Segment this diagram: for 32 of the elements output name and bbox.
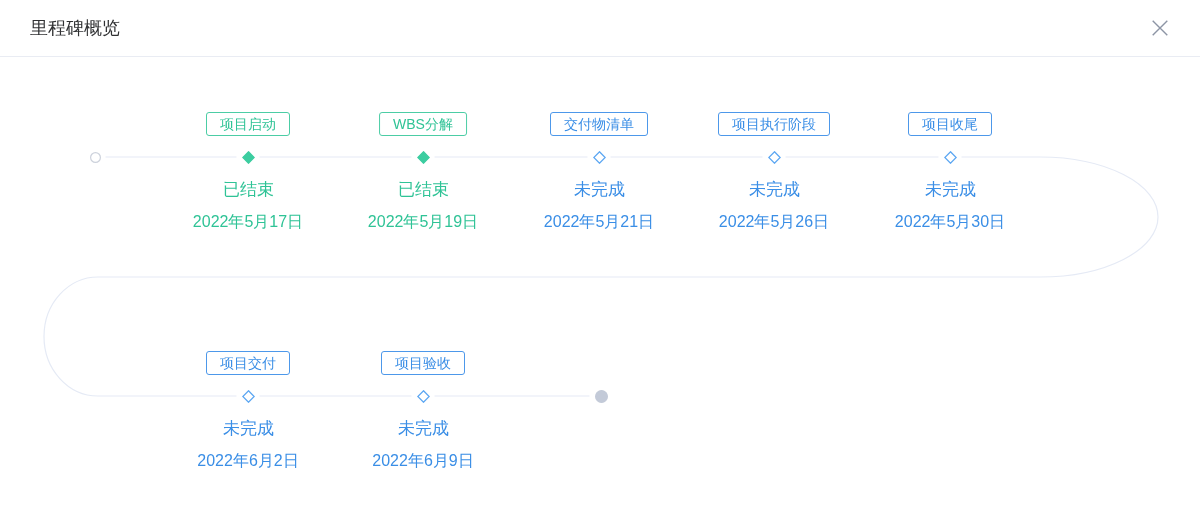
milestone-tag: 项目执行阶段	[718, 112, 830, 136]
diamond-marker	[943, 150, 957, 164]
diamond-marker	[767, 150, 781, 164]
date-text: 2022年6月9日	[372, 451, 474, 471]
date-text: 2022年5月30日	[894, 212, 1006, 232]
milestone-tag: 项目验收	[381, 351, 465, 375]
status-text: 未完成	[924, 179, 976, 201]
status-text: 未完成	[397, 418, 449, 440]
connector-line	[43, 156, 1159, 397]
status-text: 已结束	[397, 179, 449, 201]
date-text: 2022年5月21日	[543, 212, 655, 232]
status-text: 未完成	[748, 179, 800, 201]
date-text: 2022年6月2日	[197, 451, 299, 471]
diamond-marker	[241, 389, 255, 403]
status-text: 已结束	[222, 179, 274, 201]
date-text: 2022年5月17日	[192, 212, 304, 232]
milestone-tag: 项目收尾	[908, 112, 992, 136]
diamond-marker	[416, 150, 430, 164]
status-text: 未完成	[573, 179, 625, 201]
diamond-marker	[241, 150, 255, 164]
dialog-title: 里程碑概览	[30, 17, 120, 40]
status-text: 未完成	[222, 418, 274, 440]
milestone-tag: WBS分解	[379, 112, 467, 136]
milestone-tag: 项目交付	[206, 351, 290, 375]
diamond-marker	[416, 389, 430, 403]
diamond-marker	[592, 150, 606, 164]
end-dot	[594, 389, 608, 403]
date-text: 2022年5月26日	[718, 212, 830, 232]
date-text: 2022年5月19日	[367, 212, 479, 232]
start-circle	[89, 151, 101, 163]
milestone-tag: 交付物清单	[550, 112, 648, 136]
milestone-tag: 项目启动	[206, 112, 290, 136]
